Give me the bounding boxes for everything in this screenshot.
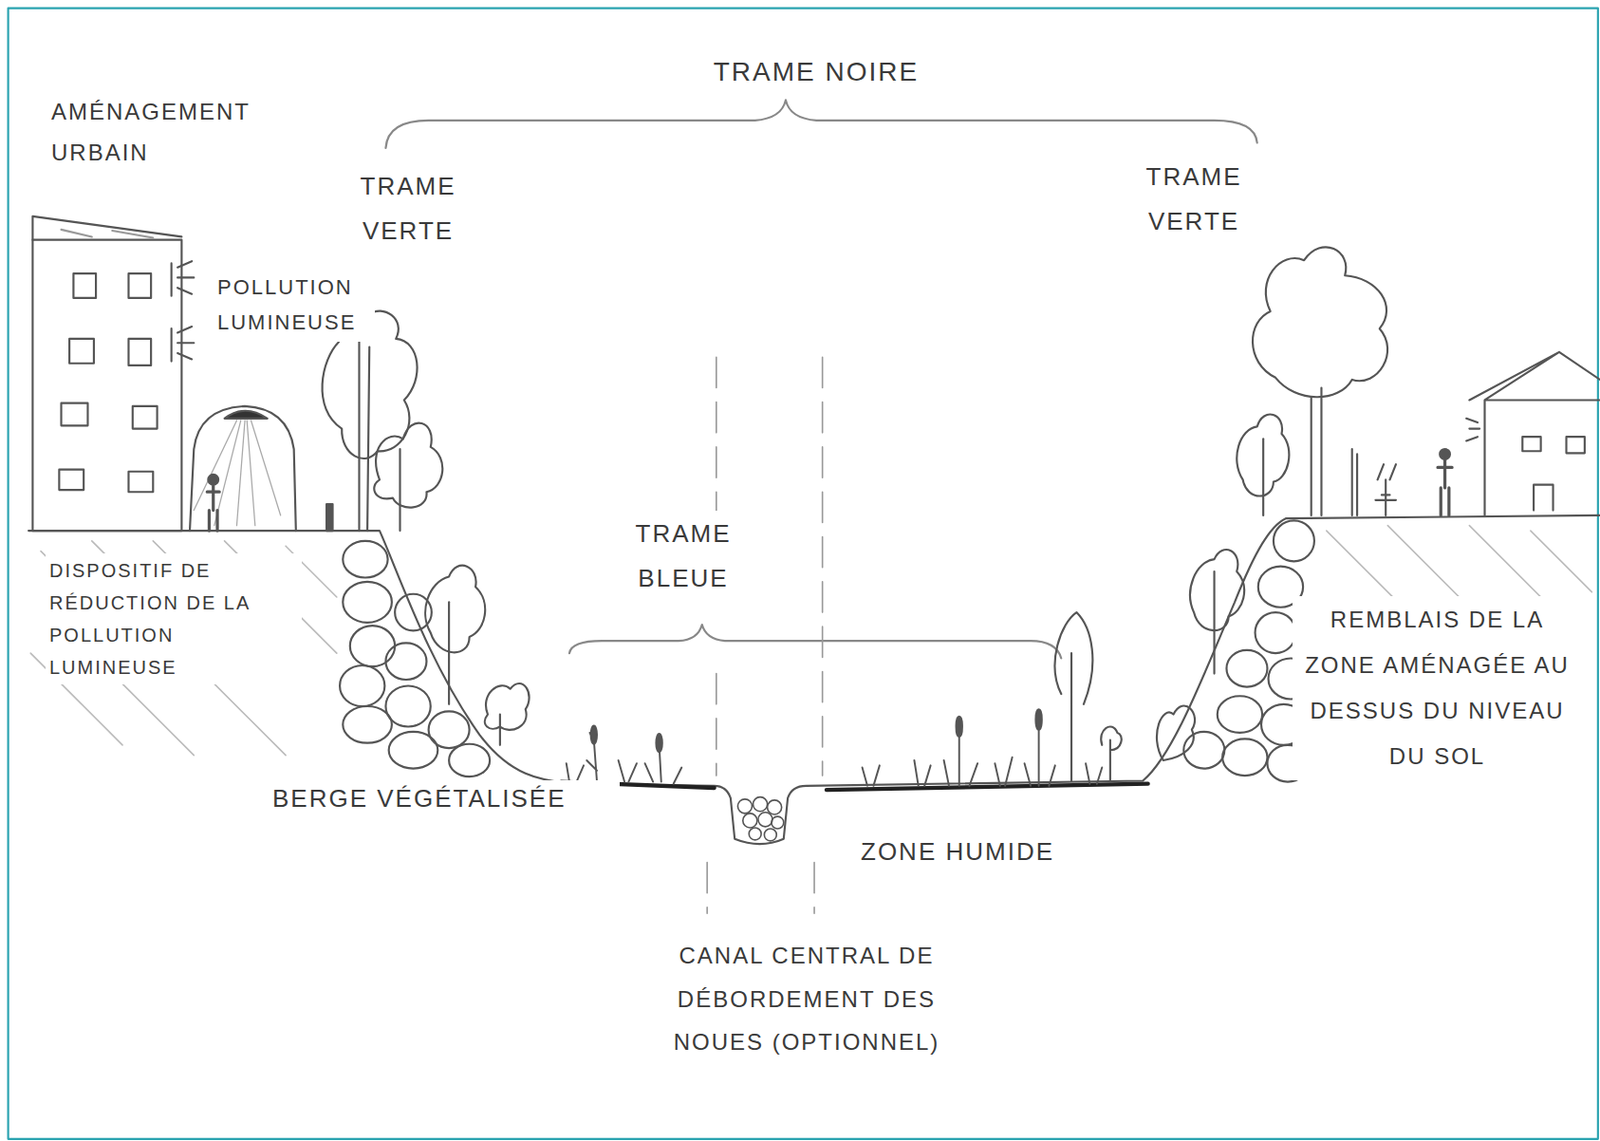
callout-label: CANAL CENTRAL DE DÉBORDEMENT DES NOUES (…: [645, 932, 968, 1065]
callout-label: ZONE HUMIDE: [856, 833, 1142, 870]
network-label: TRAME VERTE: [332, 163, 484, 255]
callout-label: BERGE VÉGÉTALISÉE: [268, 780, 620, 817]
callout-label: DISPOSITIF DE RÉDUCTION DE LA POLLUTION …: [45, 553, 302, 685]
network-label: TRAME BLEUE: [607, 510, 760, 602]
zone-label: AMÉNAGEMENT URBAIN: [47, 90, 299, 174]
network-label: TRAME VERTE: [1117, 153, 1270, 245]
callout-label: REMBLAIS DE LA ZONE AMÉNAGÉE AU DESSUS D…: [1292, 595, 1582, 781]
callout-label: POLLUTION LUMINEUSE: [213, 268, 375, 342]
network-heading: TRAME NOIRE: [697, 52, 935, 92]
